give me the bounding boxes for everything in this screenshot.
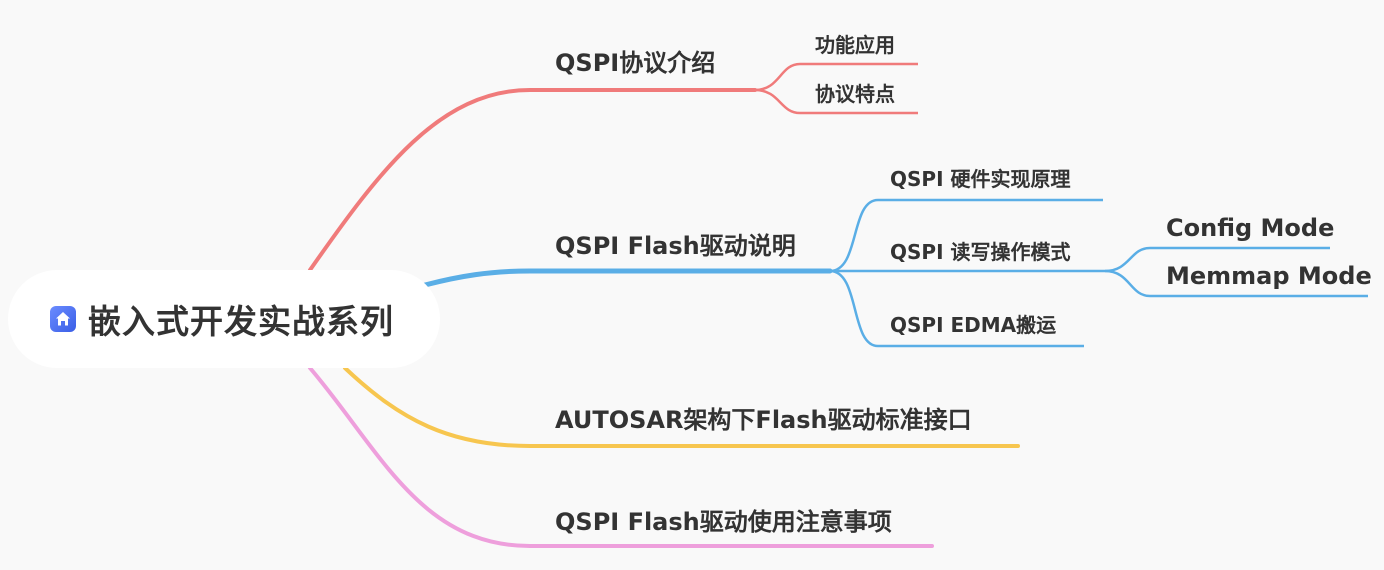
connector-branch-4 (308, 366, 934, 548)
connector-branch-1-child-1 (754, 62, 918, 92)
root-topic[interactable]: 嵌入式开发实战系列 (8, 270, 440, 368)
connector-branch-2-child-3 (829, 269, 1084, 348)
connector-branch-1-child-2 (754, 88, 918, 115)
subtopic-protocol-features[interactable]: 协议特点 (815, 82, 895, 106)
subtopic-config-mode[interactable]: Config Mode (1166, 214, 1335, 242)
connector-branch-3 (343, 366, 1020, 448)
topic-autosar-flash-interface[interactable]: AUTOSAR架构下Flash驱动标准接口 (555, 406, 972, 434)
subtopic-qspi-hardware-principle[interactable]: QSPI 硬件实现原理 (890, 167, 1071, 191)
connector-branch-1 (308, 88, 757, 272)
subtopic-memmap-mode[interactable]: Memmap Mode (1166, 262, 1372, 290)
connector-branch-2 (422, 268, 833, 288)
topic-qspi-flash-driver[interactable]: QSPI Flash驱动说明 (555, 232, 796, 260)
subtopic-function-application[interactable]: 功能应用 (815, 33, 895, 57)
topic-qspi-protocol-intro[interactable]: QSPI协议介绍 (555, 49, 716, 77)
connector-branch-2-child-1 (829, 198, 1103, 273)
topic-qspi-flash-notes[interactable]: QSPI Flash驱动使用注意事项 (555, 508, 892, 536)
subtopic-qspi-edma[interactable]: QSPI EDMA搬运 (890, 313, 1057, 337)
root-topic-label: 嵌入式开发实战系列 (88, 302, 394, 341)
subtopic-qspi-read-write-modes[interactable]: QSPI 读写操作模式 (890, 240, 1071, 264)
home-icon (50, 306, 76, 332)
connector-branch-2-grandchild-1 (1104, 246, 1330, 273)
connector-branch-2-grandchild-2 (1104, 269, 1368, 298)
